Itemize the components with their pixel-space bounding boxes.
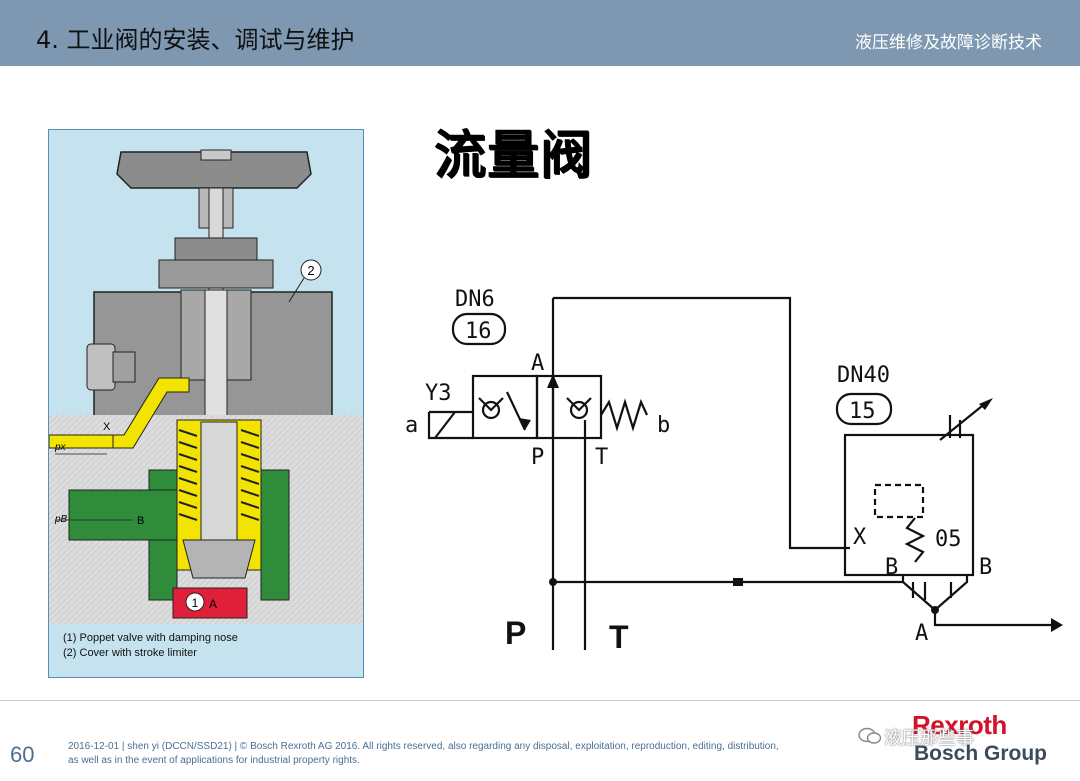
label-dn6: DN6 [455,287,495,312]
line-p-label: P [505,615,526,651]
line-t-label: T [609,619,629,655]
label-dn40: DN40 [837,363,890,388]
legal-line-1: 2016-12-01 | shen yi (DCCN/SSD21) | © Bo… [68,741,779,752]
group-logo: Bosch Group [914,742,1048,765]
label-15: 15 [849,399,876,424]
port-p: P [531,445,544,470]
caption-1: (1) Poppet valve with damping nose [63,632,238,644]
header-bar: 4. 工业阀的安装、调试与维护 液压维修及故障诊断技术 [0,0,1080,66]
label-b-small: b [657,413,670,438]
slide-title: 流量阀 [434,125,594,186]
wechat-icon [858,727,882,744]
label-b-left: B [885,555,898,580]
valve-section-drawing: 2 1 A X px [48,129,364,678]
valve-section-svg: 2 1 A X px [49,149,363,677]
footer-divider [0,700,1080,701]
hydraulic-schematic: DN6 16 Y3 a b A P T DN40 15 X B B 05 A P… [405,287,1063,655]
label-y3: Y3 [425,381,452,406]
label-pb: pB [54,514,68,525]
label-x: X [853,525,867,550]
label-b-right: B [979,555,992,580]
label-spring-05: 05 [935,527,962,552]
port-a: A [531,351,544,376]
watermark-text: 液压那些事 [884,728,974,749]
label-16: 16 [465,319,492,344]
label-px: px [54,442,67,453]
callout-1: 1 [192,596,199,610]
label-a-small: a [405,413,418,438]
brand-logo: Rexroth [912,710,1007,740]
section-title: 4. 工业阀的安装、调试与维护 [36,26,355,54]
label-out-a: A [915,621,928,646]
callout-2: 2 [307,263,314,278]
port-t: T [595,445,608,470]
caption-2: (2) Cover with stroke limiter [63,647,197,659]
legal-line-2: as well as in the event of applications … [68,755,360,766]
course-title: 液压维修及故障诊断技术 [855,33,1042,53]
page-number: 60 [10,742,35,767]
label-a: A [209,597,217,611]
label-x: X [103,421,111,433]
label-b: B [137,515,144,527]
